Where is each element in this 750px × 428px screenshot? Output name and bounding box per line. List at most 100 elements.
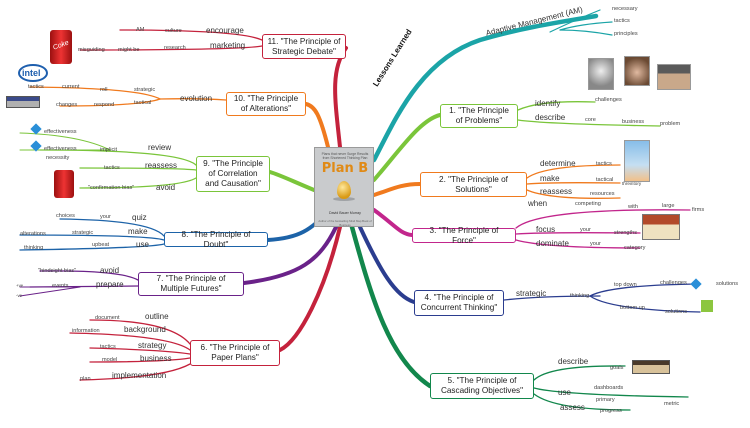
rocket-launch-image <box>624 140 650 182</box>
label-reassess-2: reassess <box>540 187 573 196</box>
egg-shadow <box>333 197 355 201</box>
topic-11-strategic-debate[interactable]: 11. "The Principle of Strategic Debate" <box>262 34 346 59</box>
label-events: events <box>52 283 69 289</box>
topic-8-doubt[interactable]: 8. "The Principle of Doubt" <box>164 230 268 249</box>
label-strategic-10: strategic <box>134 87 156 93</box>
topic-1-problems[interactable]: 1. "The Principle of Problems" <box>440 104 518 128</box>
portrait-photo-1 <box>588 58 614 90</box>
label-research: research <box>164 45 186 51</box>
label-bottom-up: bottom up <box>620 305 645 311</box>
label-describe-1: describe <box>535 113 566 122</box>
label-strategy: strategy <box>138 341 167 350</box>
label-background: background <box>124 325 166 334</box>
label-roll: roll <box>100 87 108 93</box>
label-prepare: prepare <box>96 280 124 289</box>
label-effectiveness-b: effectiveness <box>44 146 77 152</box>
portrait-photo-2 <box>624 56 650 86</box>
topic-9-correlation-causation[interactable]: 9. "The Principle of Correlation and Cau… <box>196 156 270 192</box>
label-tactical-10: tactical <box>134 100 152 106</box>
label-strategic-8: strategic <box>72 230 94 236</box>
label-threintory: threintory <box>622 181 642 186</box>
label-business-1: business <box>622 119 645 125</box>
label-culture: culture <box>165 28 182 34</box>
label-marketing: marketing <box>210 41 246 50</box>
label-confirmation-bias: "confirmation bias" <box>88 185 135 191</box>
label-plus-ve: +ve <box>16 283 24 288</box>
label-evolution: evolution <box>180 94 213 103</box>
label-tactics-10a: tactics <box>28 84 44 90</box>
label-avoid-9: avoid <box>156 183 176 192</box>
topic-5-cascading-objectives[interactable]: 5. "The Principle of Cascading Objective… <box>430 373 534 399</box>
billboard-image-3 <box>642 214 680 240</box>
topic-2-solutions[interactable]: 2. "The Principle of Solutions" <box>420 172 527 197</box>
label-information: information <box>72 328 100 334</box>
label-describe-5: describe <box>558 357 589 366</box>
label-thinking-8: thinking <box>24 245 44 251</box>
label-assess: assess <box>560 403 585 412</box>
topic-6-paper-plans[interactable]: 6. "The Principle of Paper Plans" <box>190 340 280 366</box>
label-review: review <box>148 143 172 152</box>
label-encourage: encourage <box>206 26 244 35</box>
label-changes: changes <box>56 102 78 108</box>
label-effectiveness-a: effectiveness <box>44 129 77 135</box>
label-firms: firms <box>692 207 705 213</box>
label-principles: principles <box>614 31 638 37</box>
label-document: document <box>95 315 120 321</box>
label-tactics-2: tactics <box>596 161 612 167</box>
label-your-8: your <box>100 214 111 220</box>
label-competing: competing <box>575 201 601 207</box>
storefront-image-5 <box>632 360 670 374</box>
label-your-3b: your <box>590 241 601 247</box>
golden-egg-icon <box>337 181 351 199</box>
label-thinking: thinking <box>570 293 590 299</box>
book-footer: Author of the bestselling Mind Map Book … <box>318 219 372 227</box>
label-strengths: strengths <box>614 230 638 236</box>
label-dominate: dominate <box>536 239 569 248</box>
coke-can-image-9 <box>54 170 74 198</box>
book-subtitle: Plans that never Surge Results from Shor… <box>321 152 369 160</box>
intel-logo-text: intel <box>22 68 41 78</box>
topic-10-alterations[interactable]: 10. "The Principle of Alterations" <box>226 92 306 116</box>
label-implementation: implementation <box>112 371 167 380</box>
label-business-6: business <box>140 354 172 363</box>
label-progress: progress <box>600 408 622 414</box>
topic-7-multiple-futures[interactable]: 7. "The Principle of Multiple Futures" <box>138 272 244 296</box>
book-title: Plan B <box>321 161 369 176</box>
label-avoid-7: avoid <box>100 266 120 275</box>
label-category: category <box>624 245 646 251</box>
label-alterations-8: alterations <box>20 231 46 237</box>
label-quiz: quiz <box>132 213 147 222</box>
label-make-2: make <box>540 174 560 183</box>
label-your-3a: your <box>580 227 591 233</box>
book-author: David Bauer Murray <box>329 211 361 215</box>
center-book-cover[interactable]: Plans that never Surge Results from Shor… <box>314 147 374 227</box>
coke-logo-text: Coke <box>52 39 70 52</box>
label-large: large <box>662 203 675 209</box>
label-strategic-4: strategic <box>516 289 547 298</box>
label-solutions-4b: solutions <box>665 309 688 315</box>
topic-4-concurrent-thinking[interactable]: 4. "The Principle of Concurrent Thinking… <box>414 290 504 316</box>
label-focus: focus <box>536 225 556 234</box>
label-resources: resources <box>590 191 615 197</box>
label-plan: plan <box>80 376 91 382</box>
label-minus-ve: -ve <box>16 293 23 298</box>
green-square-icon <box>701 300 713 312</box>
label-outline: outline <box>145 312 169 321</box>
label-top-down: top down <box>614 282 637 288</box>
label-necessary: necessary <box>612 6 638 12</box>
label-might-be: might be <box>118 47 140 53</box>
label-current: current <box>62 84 80 90</box>
label-identify: identify <box>535 99 561 108</box>
label-when: when <box>528 199 548 208</box>
coke-can-image-11: Coke <box>50 30 72 64</box>
label-make-8: make <box>128 227 148 236</box>
label-tactics-am: tactics <box>614 18 630 24</box>
label-core: core <box>585 117 596 123</box>
label-with: with <box>628 204 638 210</box>
topic-3-force[interactable]: 3. "The Principle of Force" <box>412 226 516 245</box>
label-challenges-4: challenges <box>660 280 687 286</box>
label-goals: goals <box>610 365 624 371</box>
intel-logo-image: intel <box>18 64 48 82</box>
